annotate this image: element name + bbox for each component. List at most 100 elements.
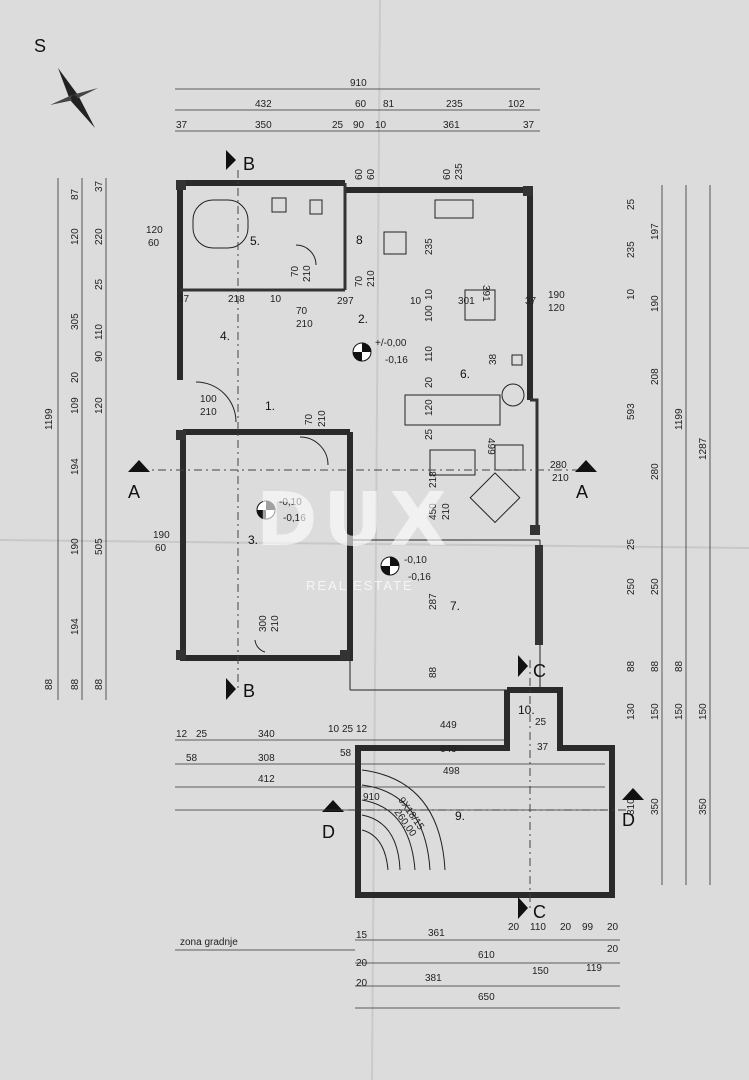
section-arrow-icon — [226, 150, 236, 170]
sink-icon — [271, 197, 287, 213]
room-1: 1. — [265, 399, 275, 413]
doors — [195, 244, 329, 653]
dim-label: 649 — [440, 744, 457, 755]
dim-label: 20 — [607, 922, 619, 933]
dim-label: 194 — [70, 618, 81, 635]
dim-label: 20 — [356, 958, 368, 969]
dim-label: 58 — [340, 748, 352, 759]
dim-label: 130 — [626, 703, 637, 720]
room-8: 8 — [356, 233, 363, 247]
dim-label: 60 — [148, 238, 160, 249]
armchair-icon — [469, 472, 521, 524]
dim-label: 235 — [446, 99, 463, 110]
right-dimensions: 25 235 10 593 25 250 88 130 310 197 190 … — [626, 185, 711, 885]
kitchen-sink-icon — [434, 199, 474, 219]
watermark-logo: DUX — [256, 477, 453, 563]
dim-label: 1199 — [674, 408, 685, 430]
dim-label: 210 — [302, 265, 313, 282]
dim-label: 220 — [94, 228, 105, 245]
dim-label: 210 — [200, 407, 217, 418]
section-arrow-icon — [226, 678, 236, 700]
dim-label: 10 — [424, 288, 435, 300]
dim-label: 1199 — [44, 408, 55, 430]
zone-label: zona gradnje — [180, 937, 238, 948]
dim-label: 1287 — [698, 437, 709, 460]
dim-label: 110 — [424, 346, 435, 362]
dim-label: 60 — [366, 168, 377, 180]
fixtures — [192, 197, 525, 524]
section-arrow-icon — [575, 460, 597, 472]
dim-label: 499 — [485, 438, 496, 455]
dim-label: 194 — [70, 458, 81, 475]
dim-label: 58 — [186, 753, 198, 764]
fireplace-icon — [511, 354, 523, 366]
armchair-icon — [494, 444, 524, 471]
section-arrow-icon — [518, 655, 528, 677]
dim-label: 99 — [582, 922, 594, 933]
bathtub-icon — [192, 199, 249, 249]
dim-label: 120 — [424, 399, 435, 416]
dining-table-icon — [464, 289, 496, 321]
dim-label: 60 — [354, 168, 365, 180]
dim-label: 381 — [425, 973, 442, 984]
dim-label: 190 — [153, 530, 170, 541]
dim-label: 25 — [535, 717, 547, 728]
dim-label: 100 — [200, 394, 217, 405]
dim-top-total: 910 — [350, 78, 367, 89]
dim-label: 70 — [290, 265, 301, 277]
dim-label: 100 — [424, 305, 435, 322]
dim-label: 650 — [478, 992, 495, 1003]
dim-label: 432 — [255, 99, 272, 110]
room-2: 2. — [358, 312, 368, 326]
dim-label: 37 — [94, 180, 105, 192]
dim-label: 88 — [44, 678, 55, 690]
dim-label: 10 — [375, 120, 387, 131]
dim-label: 280 — [650, 463, 661, 480]
dim-label: 12 — [356, 724, 368, 735]
dim-label: 250 — [650, 578, 661, 595]
dim-label: 250 — [626, 578, 637, 595]
dim-label: 25 — [626, 538, 637, 550]
section-d-right: D — [622, 810, 635, 830]
paper-fold — [0, 539, 749, 549]
dim-label: 391 — [480, 285, 491, 302]
room-labels: 1. 2. 3. 4. 5. 6. 7. 8 9. 10. — [220, 233, 535, 823]
dim-label: 37 — [176, 120, 188, 131]
dim-label: 25 — [196, 729, 208, 740]
section-b-bottom: B — [243, 681, 255, 701]
dim-label: 449 — [440, 720, 457, 731]
dim-label: 150 — [698, 703, 709, 720]
dim-label: 88 — [674, 660, 685, 672]
dim-label: 109 — [70, 397, 81, 414]
sofa-icon — [404, 394, 501, 426]
dim-label: 120 — [70, 228, 81, 245]
dim-label: 20 — [607, 944, 619, 955]
dim-label: 235 — [454, 163, 465, 180]
coffee-table-icon — [429, 449, 476, 476]
dim-label: 350 — [650, 798, 661, 815]
dim-label: 110 — [530, 922, 546, 933]
dim-label: 210 — [552, 473, 569, 484]
level-markers: +/-0,00 -0,16 -0,10 -0,16 -0,10 -0,16 — [256, 338, 431, 583]
dim-label: 25 — [332, 120, 344, 131]
dim-label: 37 — [525, 296, 537, 307]
dim-label: 498 — [443, 766, 460, 777]
dim-label: 20 — [424, 376, 435, 388]
dim-label: 910 — [363, 792, 380, 803]
section-arrow-icon — [322, 800, 344, 812]
room-9: 9. — [455, 809, 465, 823]
dim-label: 210 — [366, 270, 377, 287]
dim-label: 88 — [650, 660, 661, 672]
level-label: -0,10 — [279, 497, 302, 508]
dim-label: 350 — [698, 798, 709, 815]
dim-label: 90 — [94, 350, 105, 362]
section-c-top: C — [533, 661, 546, 681]
dim-label: 20 — [356, 978, 368, 989]
building-walls — [176, 180, 543, 691]
dim-label: 20 — [508, 922, 520, 933]
level-label: -0,16 — [283, 513, 306, 524]
dim-label: 120 — [146, 225, 163, 236]
dim-label: 305 — [70, 313, 81, 330]
dim-label: 37 — [537, 742, 549, 753]
section-a-left: A — [128, 482, 140, 502]
